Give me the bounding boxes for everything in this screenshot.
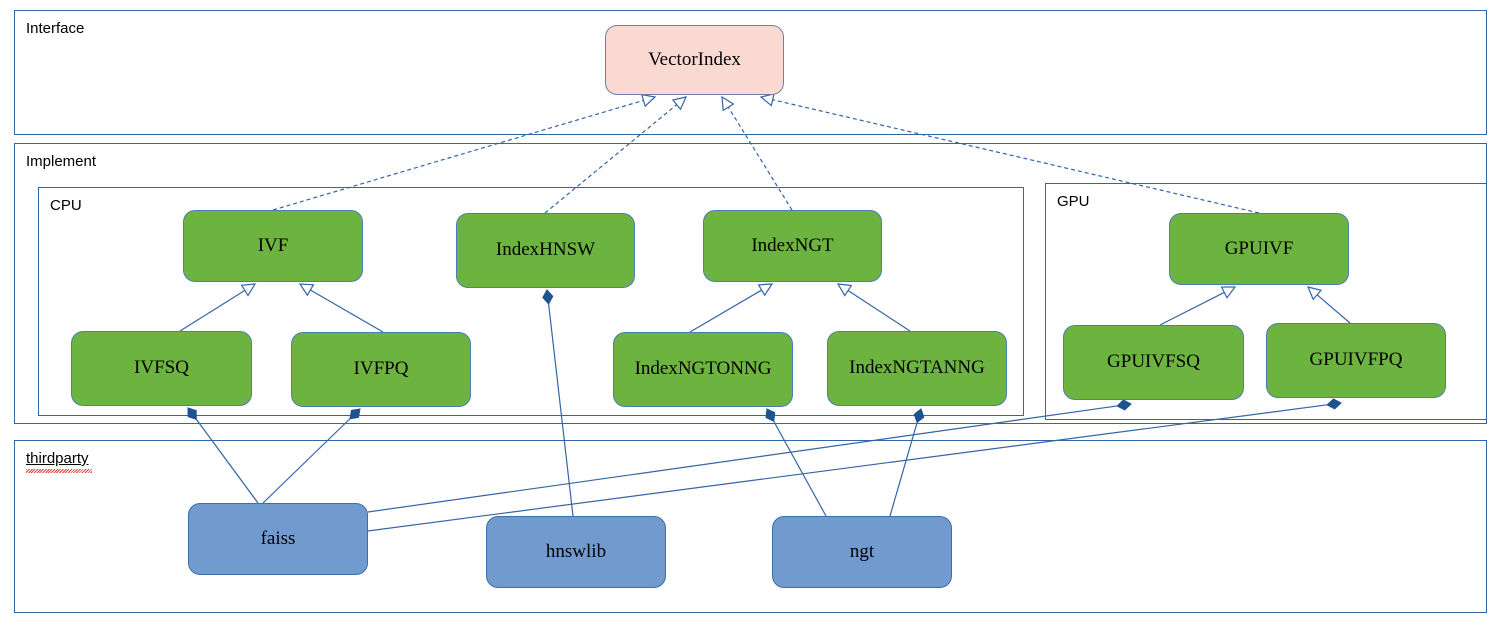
node-faiss[interactable]: faiss bbox=[188, 503, 368, 575]
node-indexhnsw[interactable]: IndexHNSW bbox=[456, 213, 635, 288]
node-ivf[interactable]: IVF bbox=[183, 210, 363, 282]
node-gpuivfsq[interactable]: GPUIVFSQ bbox=[1063, 325, 1244, 400]
group-label-interface: Interface bbox=[26, 20, 85, 37]
node-indexngtanng[interactable]: IndexNGTANNG bbox=[827, 331, 1007, 406]
node-indexngtonng[interactable]: IndexNGTONNG bbox=[613, 332, 793, 407]
node-indexngt[interactable]: IndexNGT bbox=[703, 210, 882, 282]
group-label-cpu: CPU bbox=[50, 197, 82, 214]
node-ivfpq[interactable]: IVFPQ bbox=[291, 332, 471, 407]
node-gpuivf[interactable]: GPUIVF bbox=[1169, 213, 1349, 285]
node-ngt[interactable]: ngt bbox=[772, 516, 952, 588]
node-vectorindex[interactable]: VectorIndex bbox=[605, 25, 784, 95]
group-label-implement: Implement bbox=[26, 153, 97, 170]
node-gpuivfpq[interactable]: GPUIVFPQ bbox=[1266, 323, 1446, 398]
group-label-thirdparty: thirdparty bbox=[26, 450, 89, 467]
node-hnswlib[interactable]: hnswlib bbox=[486, 516, 666, 588]
node-ivfsq[interactable]: IVFSQ bbox=[71, 331, 252, 406]
group-label-gpu: GPU bbox=[1057, 193, 1090, 210]
